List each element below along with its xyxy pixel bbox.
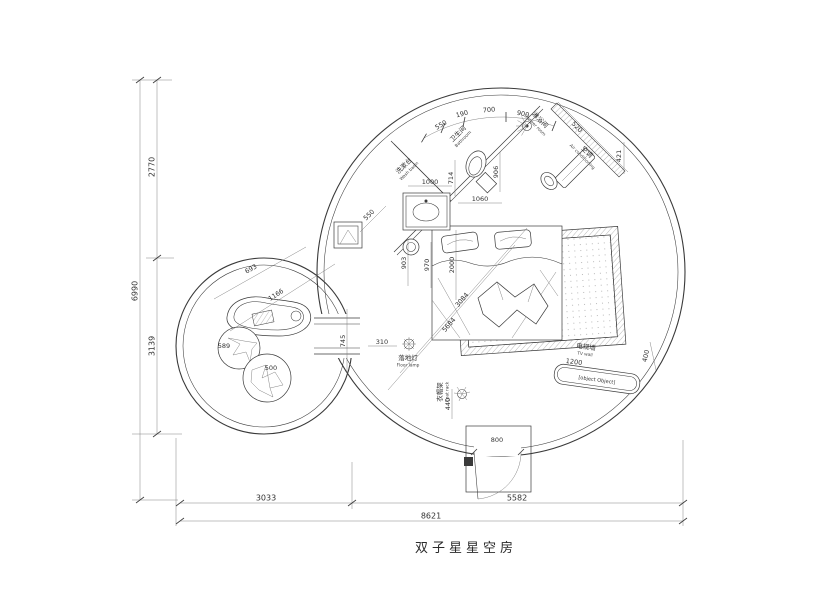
- dim-bath-2: 190: [455, 109, 469, 120]
- dim-door-width: 800: [491, 436, 503, 444]
- air-conditioner: [540, 147, 596, 190]
- tv-wall-label-zh: 电视墙: [576, 341, 597, 353]
- corridor: [314, 314, 360, 358]
- dim-value: 440: [444, 398, 452, 410]
- door-leaf: [473, 451, 479, 500]
- dim-value: 2000: [448, 257, 456, 274]
- dim-left-upper: 2770: [148, 157, 157, 177]
- dim-toilet-width: 1060: [472, 195, 489, 203]
- tv-cabinet-label: [object Object]: [578, 375, 616, 386]
- curved-lounge: [226, 296, 312, 337]
- dim-basin-width: 1000: [422, 178, 439, 186]
- dim-bath-1: 550: [434, 118, 449, 131]
- dim-value: 400: [641, 349, 652, 363]
- dim-value: 714: [447, 172, 455, 184]
- dim-bed-side-2: 970: [423, 259, 431, 271]
- dim-tv-depth: 400: [641, 349, 652, 363]
- dim-overall-width: 8621: [421, 512, 441, 521]
- dim-rack-width: 440: [444, 398, 452, 410]
- dim-value: 745: [339, 335, 347, 347]
- shower-head-icon: [516, 116, 532, 136]
- dim-bed-offset: 550: [362, 208, 376, 222]
- floor-lamp-label-en: Floor lamp: [397, 363, 420, 369]
- dim-value: 190: [455, 109, 469, 120]
- entrance: [464, 425, 532, 500]
- label-tv-wall: 电视墙 TV wall: [576, 341, 597, 359]
- coat-rack-label-en: Coat rack: [445, 381, 451, 402]
- pillow: [494, 229, 532, 250]
- dim-value: 550: [434, 118, 449, 131]
- tv-wall-label-en: TV wall: [576, 350, 593, 358]
- bed: [431, 225, 563, 341]
- dim-left-upper-value: 2770: [148, 157, 157, 177]
- detail-dimension-lines: [213, 101, 657, 419]
- dim-value: 1200: [565, 357, 582, 367]
- coat-rack-label-zh: 衣帽架: [435, 382, 444, 402]
- beanbag-large: [242, 353, 292, 403]
- dim-value: 970: [423, 259, 431, 271]
- label-washbasin: 洗漱台 Wash basin: [394, 156, 421, 182]
- section-marker: [464, 457, 473, 466]
- label-bathroom: 卫生间 Bathroom: [448, 124, 473, 149]
- dim-value: 550: [362, 208, 376, 222]
- dim-overall-height-value: 6990: [131, 281, 140, 301]
- dim-beanbag-large: 500: [265, 364, 277, 372]
- floor-lamp-icon: [402, 337, 416, 351]
- dim-beanbag-small: 589: [218, 342, 230, 350]
- dim-ac-depth: 421: [615, 150, 623, 162]
- dim-bottom-right: 5582: [507, 494, 527, 503]
- floor-lamp-label-zh: 落地灯: [398, 353, 418, 362]
- blanket-edge: [431, 256, 563, 267]
- label-coat-rack: 衣帽架 Coat rack: [435, 381, 451, 402]
- dim-overall-height: 6990: [131, 281, 140, 301]
- dim-left-lower-value: 3139: [148, 336, 157, 356]
- dim-bed-length: 2000: [448, 257, 456, 274]
- label-floor-lamp: 落地灯 Floor lamp: [397, 353, 420, 369]
- tv-cabinet: [object Object]: [553, 363, 641, 395]
- shower-hatched-wall: [550, 102, 626, 178]
- dim-corridor: 745: [339, 335, 347, 347]
- coat-rack-icon: [453, 386, 471, 402]
- wall-niche: [333, 221, 363, 249]
- dim-bath-4: 900: [516, 109, 530, 119]
- dim-bottom-left: 3033: [256, 494, 276, 503]
- dim-bath-3: 700: [482, 105, 495, 114]
- dim-value: 421: [615, 150, 623, 162]
- dim-basin-depth: 714: [447, 172, 455, 184]
- dim-lamp-offset: 310: [376, 338, 388, 346]
- dim-value: 906: [492, 166, 500, 178]
- door-swing-arc: [477, 451, 522, 500]
- dim-tv-width: 1200: [565, 357, 582, 367]
- drawing-title: 双子星星空房: [415, 540, 517, 556]
- washbasin: [402, 192, 451, 231]
- toilet: [465, 150, 498, 194]
- dim-value: 700: [482, 105, 495, 114]
- dim-pool-1: 693: [244, 262, 259, 275]
- throw-blanket: [477, 281, 549, 328]
- pillow: [441, 231, 479, 254]
- beanbag-small: [217, 326, 261, 370]
- dim-left-lower: 3139: [148, 336, 157, 356]
- dim-value: 903: [400, 257, 408, 269]
- bottom-dimension-lines: [175, 438, 688, 526]
- dim-toilet-depth: 906: [492, 166, 500, 178]
- dim-bed-side-1: 903: [400, 257, 408, 269]
- bedside-stool: [402, 238, 420, 256]
- dim-value: 900: [516, 109, 530, 119]
- left-dimension-lines: [132, 76, 182, 504]
- dim-value: 693: [244, 262, 259, 275]
